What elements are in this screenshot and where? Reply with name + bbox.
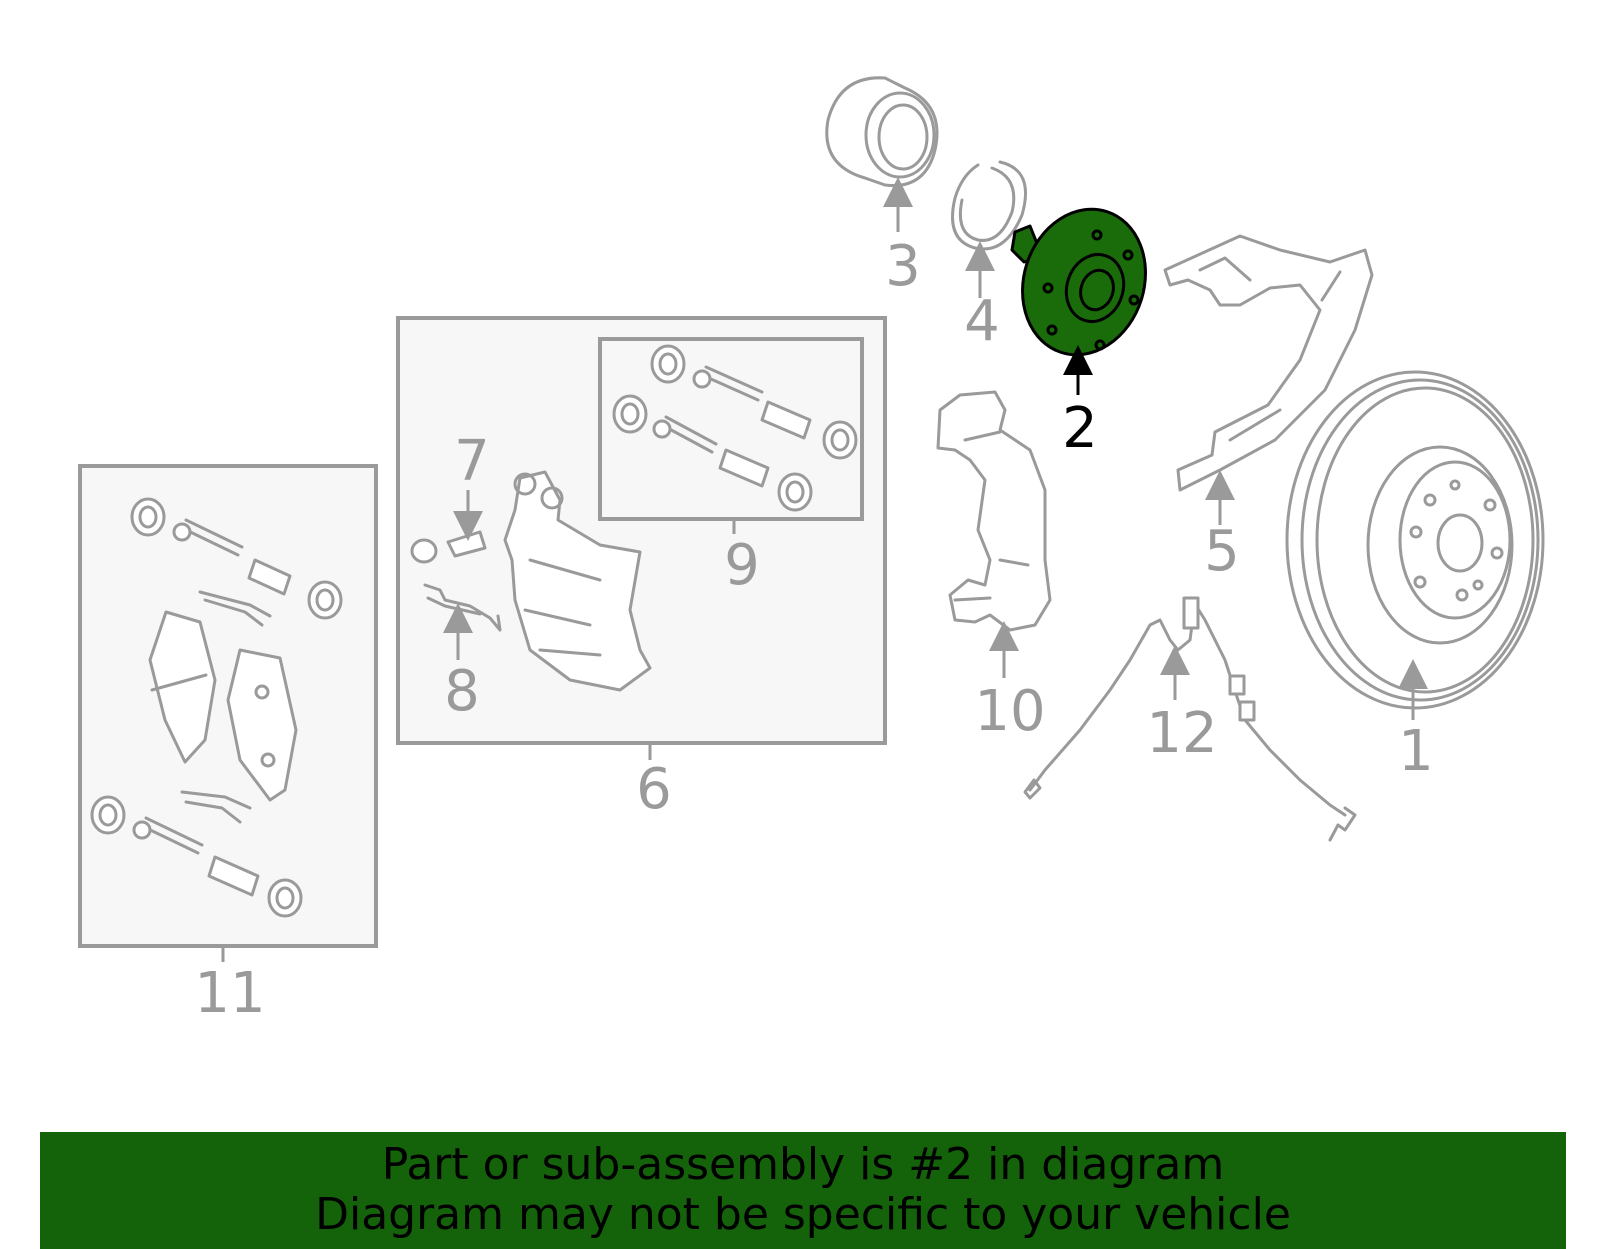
- callout-9: 9: [724, 533, 760, 598]
- banner-line-2: Diagram may not be specific to your vehi…: [315, 1189, 1291, 1240]
- callout-7: 7: [454, 429, 490, 494]
- callout-1: 1: [1398, 719, 1434, 784]
- kit-box-11: 11: [78, 464, 378, 1026]
- callout-5: 5: [1204, 519, 1240, 584]
- part-5-dust-shield: 5: [1163, 234, 1374, 584]
- callout-3: 3: [885, 234, 921, 299]
- callout-8: 8: [444, 659, 480, 724]
- banner-line-1: Part or sub-assembly is #2 in diagram: [381, 1139, 1225, 1190]
- part-10-caliper-bracket: 10: [936, 390, 1052, 744]
- callout-11: 11: [194, 961, 265, 1026]
- part-1-brake-rotor: 1: [1285, 370, 1545, 784]
- callout-12: 12: [1146, 701, 1217, 766]
- part-3-bearing: 3: [825, 76, 939, 299]
- caliper-box-6: 6 7 8 9: [396, 316, 887, 822]
- part-12-wear-sensor: 12: [1023, 596, 1357, 842]
- callout-6: 6: [636, 757, 672, 822]
- part-4-snap-ring: 4: [951, 160, 1027, 354]
- callout-2: 2: [1062, 396, 1098, 461]
- callout-10: 10: [974, 679, 1045, 744]
- part-2-hub-highlighted: 2: [1010, 207, 1147, 461]
- callout-4: 4: [964, 289, 1000, 354]
- info-banner: Part or sub-assembly is #2 in diagram Di…: [40, 1132, 1566, 1249]
